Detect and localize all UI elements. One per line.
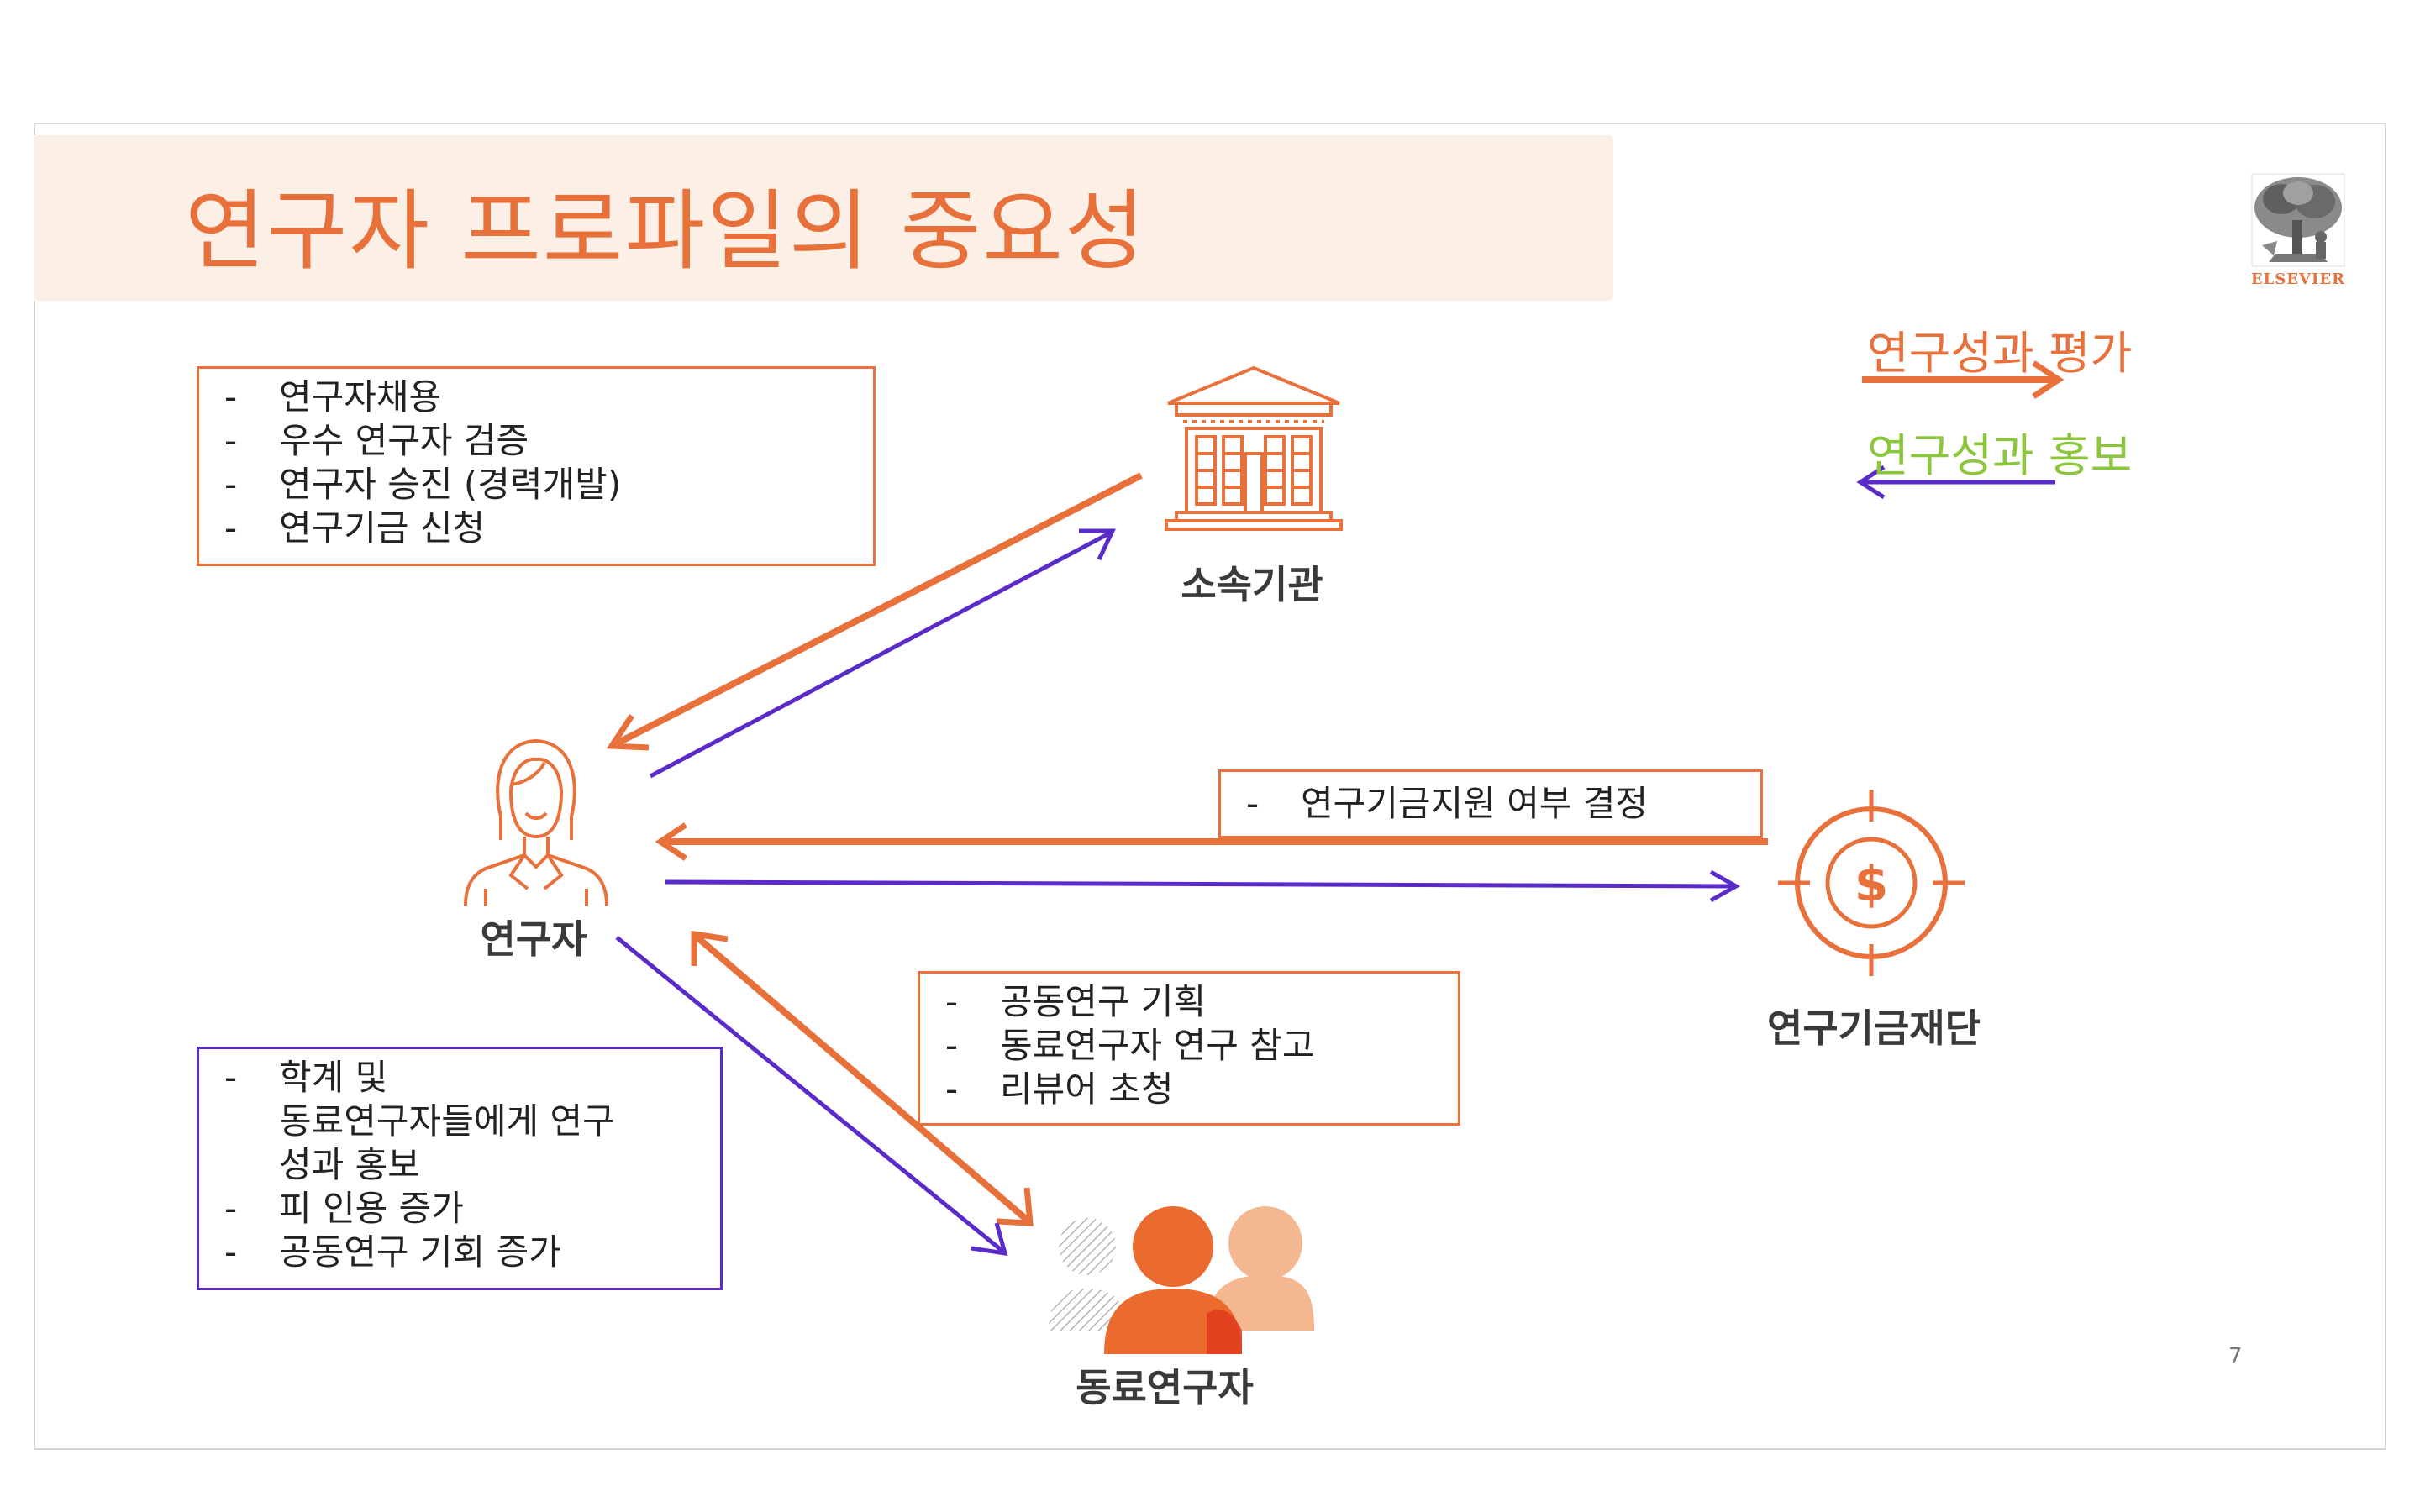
list-item: -리뷰어 초청 xyxy=(945,1068,1174,1110)
arrow-foundation-to-researcher xyxy=(655,822,1768,861)
list-item: -동료연구자 연구 참고 xyxy=(945,1025,1315,1066)
arrow-researcher-to-peers xyxy=(615,936,1008,1257)
elsevier-tree-logo-icon xyxy=(2251,173,2345,267)
researcher-benefit-box: -학계 및 동료연구자들에게 연구 성과 홍보 -피 인용 증가 -공동연구 기… xyxy=(197,1047,723,1290)
researcher-label: 연구자 xyxy=(480,916,587,962)
list-item: -연구기금지원 여부 결정 xyxy=(1246,783,1649,824)
funding-decision-box: -연구기금지원 여부 결정 xyxy=(1218,769,1763,838)
page-title: 연구자 프로파일의 중요성 xyxy=(185,180,1147,282)
arrow-institution-to-researcher xyxy=(606,472,1143,751)
list-item-continuation: 성과 홍보 xyxy=(279,1144,420,1185)
institution-label: 소속기관 xyxy=(1181,562,1323,607)
list-item: -학계 및 xyxy=(224,1057,388,1098)
researcher-woman-icon xyxy=(464,738,608,906)
elsevier-logo-text: ELSEVIER xyxy=(2250,270,2346,288)
foundation-label: 연구기금재단 xyxy=(1767,1005,1981,1051)
title-band xyxy=(34,135,1613,301)
list-item: -공동연구 기획 xyxy=(945,981,1207,1022)
peers-label: 동료연구자 xyxy=(1076,1365,1254,1410)
peer-purpose-box: -공동연구 기획 -동료연구자 연구 참고 -리뷰어 초청 xyxy=(918,971,1460,1126)
legend-promotion-label: 연구성과 홍보 xyxy=(1867,429,2133,482)
legend-evaluation-label: 연구성과 평가 xyxy=(1867,327,2133,380)
institution-purpose-box: -연구자채용 -우수 연구자 검증 -연구자 승진 (경력개발) -연구기금 신… xyxy=(197,366,876,566)
list-item: -연구기금 신청 xyxy=(224,507,486,549)
legend-promotion-arrow xyxy=(1856,465,2055,500)
list-item: -우수 연구자 검증 xyxy=(224,420,529,461)
funding-target-dollar-icon: $ xyxy=(1778,790,1965,976)
page-number: 7 xyxy=(2228,1344,2243,1369)
arrow-researcher-to-institution xyxy=(649,528,1116,779)
svg-text:$: $ xyxy=(1854,855,1888,912)
arrow-researcher-peers-bidirectional xyxy=(691,930,1034,1226)
list-item: -공동연구 기회 증가 xyxy=(224,1231,561,1273)
list-item: -연구자 승진 (경력개발) xyxy=(224,464,622,505)
list-item: -연구자채용 xyxy=(224,376,442,417)
arrow-researcher-to-foundation xyxy=(665,869,1741,903)
legend-evaluation-arrow xyxy=(1862,360,2065,399)
list-item-continuation: 동료연구자들에게 연구 xyxy=(279,1100,615,1142)
institution-building-icon xyxy=(1165,365,1343,531)
peer-people-icon xyxy=(1049,1206,1314,1354)
list-item: -피 인용 증가 xyxy=(224,1188,464,1229)
